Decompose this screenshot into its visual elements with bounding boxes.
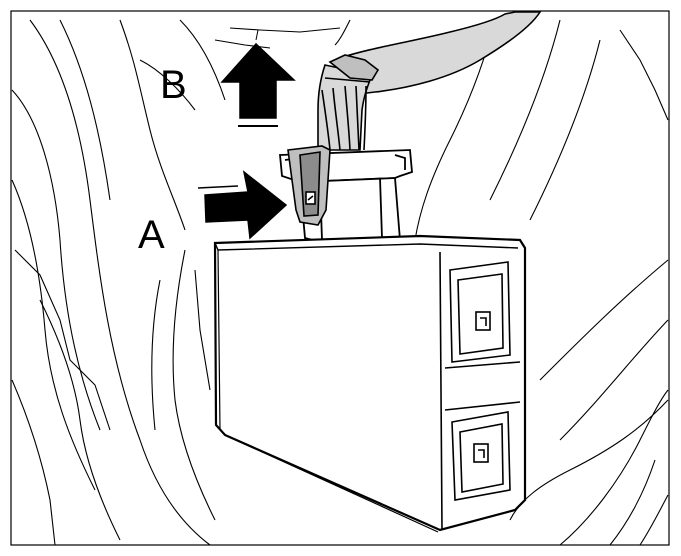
callout-label-b: B [160, 63, 187, 107]
pull-up-arrow [220, 29, 296, 127]
connector-lock-tab [287, 145, 331, 226]
wiring-harness [317, 11, 542, 151]
module-side-clips [444, 261, 521, 501]
figure-frame [10, 10, 670, 546]
push-arrow [197, 170, 288, 240]
control-module [213, 234, 527, 533]
background-structure [11, 19, 669, 546]
callout-label-a: A [138, 213, 165, 257]
